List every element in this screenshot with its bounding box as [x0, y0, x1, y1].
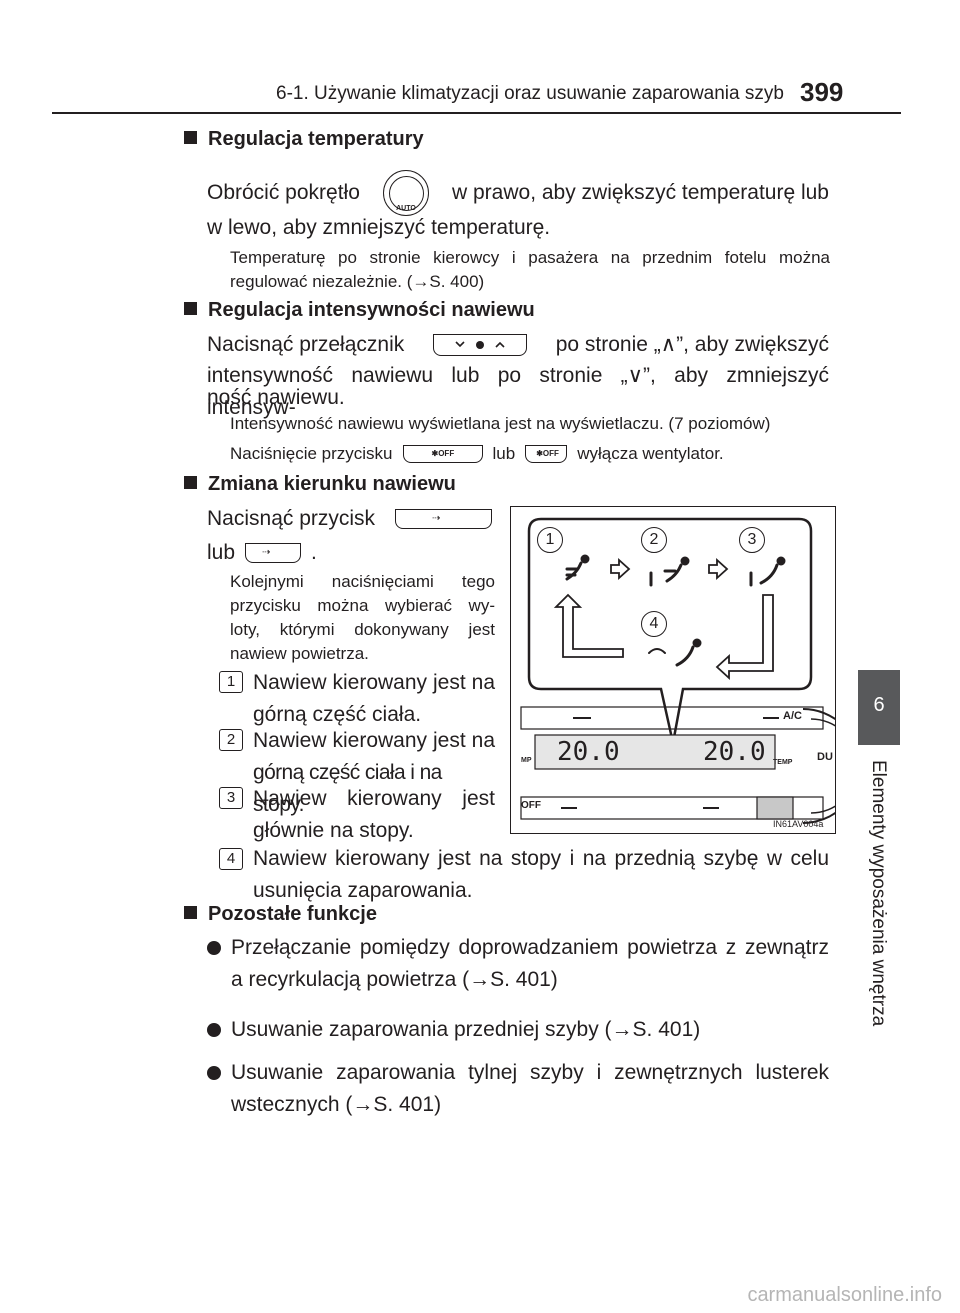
- arrow-right-icon: [708, 557, 729, 581]
- chapter-title: Elementy wyposażenia wnętrza: [868, 760, 889, 1027]
- watermark: carmanualsonline.info: [747, 1284, 942, 1306]
- fan-off-button-icon: ✱OFF: [525, 445, 568, 463]
- mode-icon-bilevel: [649, 556, 690, 587]
- fan-line1: Nacisnąć przełącznik po stronie „∧”, aby…: [207, 333, 829, 356]
- arrow-right-icon: →: [469, 968, 491, 991]
- heading-air-direction: Zmiana kierunku nawiewu: [184, 473, 456, 496]
- off-button-label: OFF: [521, 800, 541, 811]
- temperature-line2: w lewo, aby zmniejszyć temperaturę.: [207, 216, 551, 239]
- fan-note1: Intensywność nawiewu wyświetlana jest na…: [230, 414, 771, 433]
- figure-code: IN61AV004a: [773, 819, 824, 829]
- direction-note: Kolejnymi naciśnięciami tego przycisku m…: [230, 572, 495, 663]
- direction-line2: lub ⇢ .: [207, 541, 317, 564]
- fan-speed-switch-icon: [432, 334, 527, 356]
- auto-knob-icon: AUTO: [382, 170, 429, 216]
- temperature-line1: Obrócić pokrętło AUTO w prawo, aby zwięk…: [207, 170, 829, 216]
- temp-label-left: MP: [521, 757, 532, 764]
- dual-label: DU: [817, 751, 833, 763]
- chapter-number: 6: [873, 694, 885, 716]
- chapter-tab: 6: [858, 670, 900, 745]
- fan-line3: ność nawiewu.: [207, 386, 345, 409]
- return-arrow-icon: [715, 594, 774, 681]
- control-panel: [520, 706, 835, 824]
- arrow-right-icon: [610, 557, 631, 581]
- item-number-badge: 2: [219, 729, 243, 751]
- mode-icon-face: [565, 554, 590, 581]
- mode-icon-feet-defrost: [648, 638, 702, 667]
- callout-number-3: 3: [739, 527, 765, 553]
- callout-number-4: 4: [641, 611, 667, 637]
- section-header-title: 6-1. Używanie klimatyzacji oraz usuwanie…: [276, 83, 784, 104]
- arrow-right-icon: →: [611, 1018, 633, 1041]
- fan-line2: intensywność nawiewu lub po stronie „∨”,…: [207, 364, 829, 419]
- callout-number-2: 2: [641, 527, 667, 553]
- air-mode-button-icon: ⇢: [395, 509, 493, 529]
- temperature-note: Temperaturę po stronie kierowcy i pasaże…: [230, 248, 830, 291]
- air-outlet-figure: 1 2 3 4 A/C 20.0 20.0 MP TEMP DU OFF IN6…: [510, 506, 836, 834]
- heading-other-functions: Pozostałe funkcje: [184, 903, 377, 926]
- fan-note2: Naciśnięcie przycisku ✱OFF lub ✱OFF wyłą…: [230, 444, 724, 463]
- round-bullet-icon: [207, 1066, 221, 1080]
- page-number: 399: [800, 77, 844, 107]
- callout-bubble: [527, 517, 813, 744]
- header-rule: [52, 112, 901, 114]
- temp-display-right: 20.0: [703, 737, 766, 767]
- up-arrow-icon: [553, 593, 624, 658]
- item-number-badge: 4: [219, 848, 243, 870]
- temp-label-right: TEMP: [773, 759, 793, 766]
- arrow-right-icon: →: [412, 272, 430, 291]
- item-number-badge: 1: [219, 671, 243, 693]
- air-mode-button-icon: ⇢: [245, 543, 302, 563]
- heading-temperature: Regulacja temperatury: [184, 128, 424, 151]
- fan-off-button-icon: ✱OFF: [402, 445, 483, 463]
- ac-button-label: A/C: [783, 710, 802, 722]
- temp-display-left: 20.0: [557, 737, 620, 767]
- item-number-badge: 3: [219, 787, 243, 809]
- square-bullet-icon: [184, 302, 197, 315]
- callout-number-1: 1: [537, 527, 563, 553]
- square-bullet-icon: [184, 476, 197, 489]
- square-bullet-icon: [184, 906, 197, 919]
- arrow-right-icon: →: [352, 1093, 374, 1116]
- direction-line1: Nacisnąć przycisk ⇢: [207, 503, 493, 535]
- chapter-title-vertical: Elementy wyposażenia wnętrza: [853, 760, 889, 1180]
- heading-fan-speed: Regulacja intensywności nawiewu: [184, 299, 535, 322]
- round-bullet-icon: [207, 941, 221, 955]
- mode-icon-feet: [749, 556, 786, 587]
- square-bullet-icon: [184, 131, 197, 144]
- round-bullet-icon: [207, 1023, 221, 1037]
